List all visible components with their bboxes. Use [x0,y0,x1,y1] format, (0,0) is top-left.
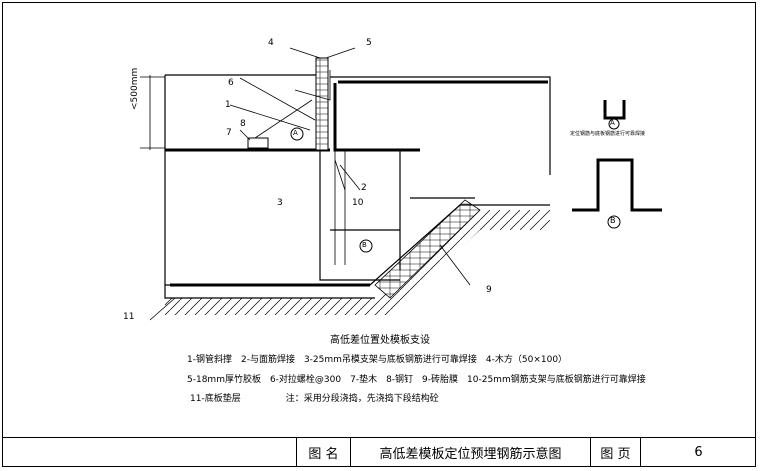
label-10: 10 [352,198,364,208]
label-8: 8 [240,119,246,129]
steel-brace [254,99,313,139]
drawing-caption: 高低差位置处模板支设 [330,335,430,346]
dimension-label: <500mm [130,67,140,110]
formwork-board [315,57,329,151]
upper-slab-outline [165,74,551,175]
title-block-blank [2,438,296,467]
mark-a-text: A [293,129,298,137]
section-mark-a [290,127,304,141]
legend-line-3: 11-底板垫层 注：采用分段浇捣，先浇捣下段结构砼 [190,394,439,404]
legend-line-1: 1-钢管斜撑 2-与面筋焊接 3-25mm吊模支架与底板钢筋进行可靠焊接 4-木… [187,355,568,365]
label-4: 4 [268,38,274,48]
detail-b-mark [607,215,621,229]
wood-block [247,137,269,149]
label-11: 11 [123,312,135,322]
drawing-name: 高低差模板定位预埋钢筋示意图 [350,438,590,467]
brick-formwork [374,199,481,299]
detail-a-note: 定位钢筋与底板钢筋进行可靠焊接 [570,131,646,137]
page-number: 6 [640,438,756,467]
label-9: 9 [486,285,492,295]
detail-a-text: A [610,119,615,127]
section-mark-b [359,239,373,253]
label-7: 7 [226,128,232,138]
page-label: 图 页 [590,438,640,467]
drawing-name-label: 图 名 [296,438,350,467]
detail-b-text: B [610,216,616,225]
title-block: 图 名 高低差模板定位预埋钢筋示意图 图 页 6 [2,437,756,467]
detail-a-mark [608,118,620,130]
label-2: 2 [361,183,367,193]
label-6: 6 [228,78,234,88]
label-5: 5 [366,38,372,48]
detail-b-shape [572,158,662,212]
label-1: 1 [225,100,231,110]
label-3: 3 [277,198,283,208]
soil-hatch [165,210,550,315]
legend-line-2: 5-18mm厚竹胶板 6-对拉螺栓@300 7-垫木 8-钢钉 9-砖胎膜 10… [187,375,646,385]
detail-a-shape [603,100,626,120]
drawing-frame [2,2,756,467]
mark-b-text: B [362,241,367,249]
